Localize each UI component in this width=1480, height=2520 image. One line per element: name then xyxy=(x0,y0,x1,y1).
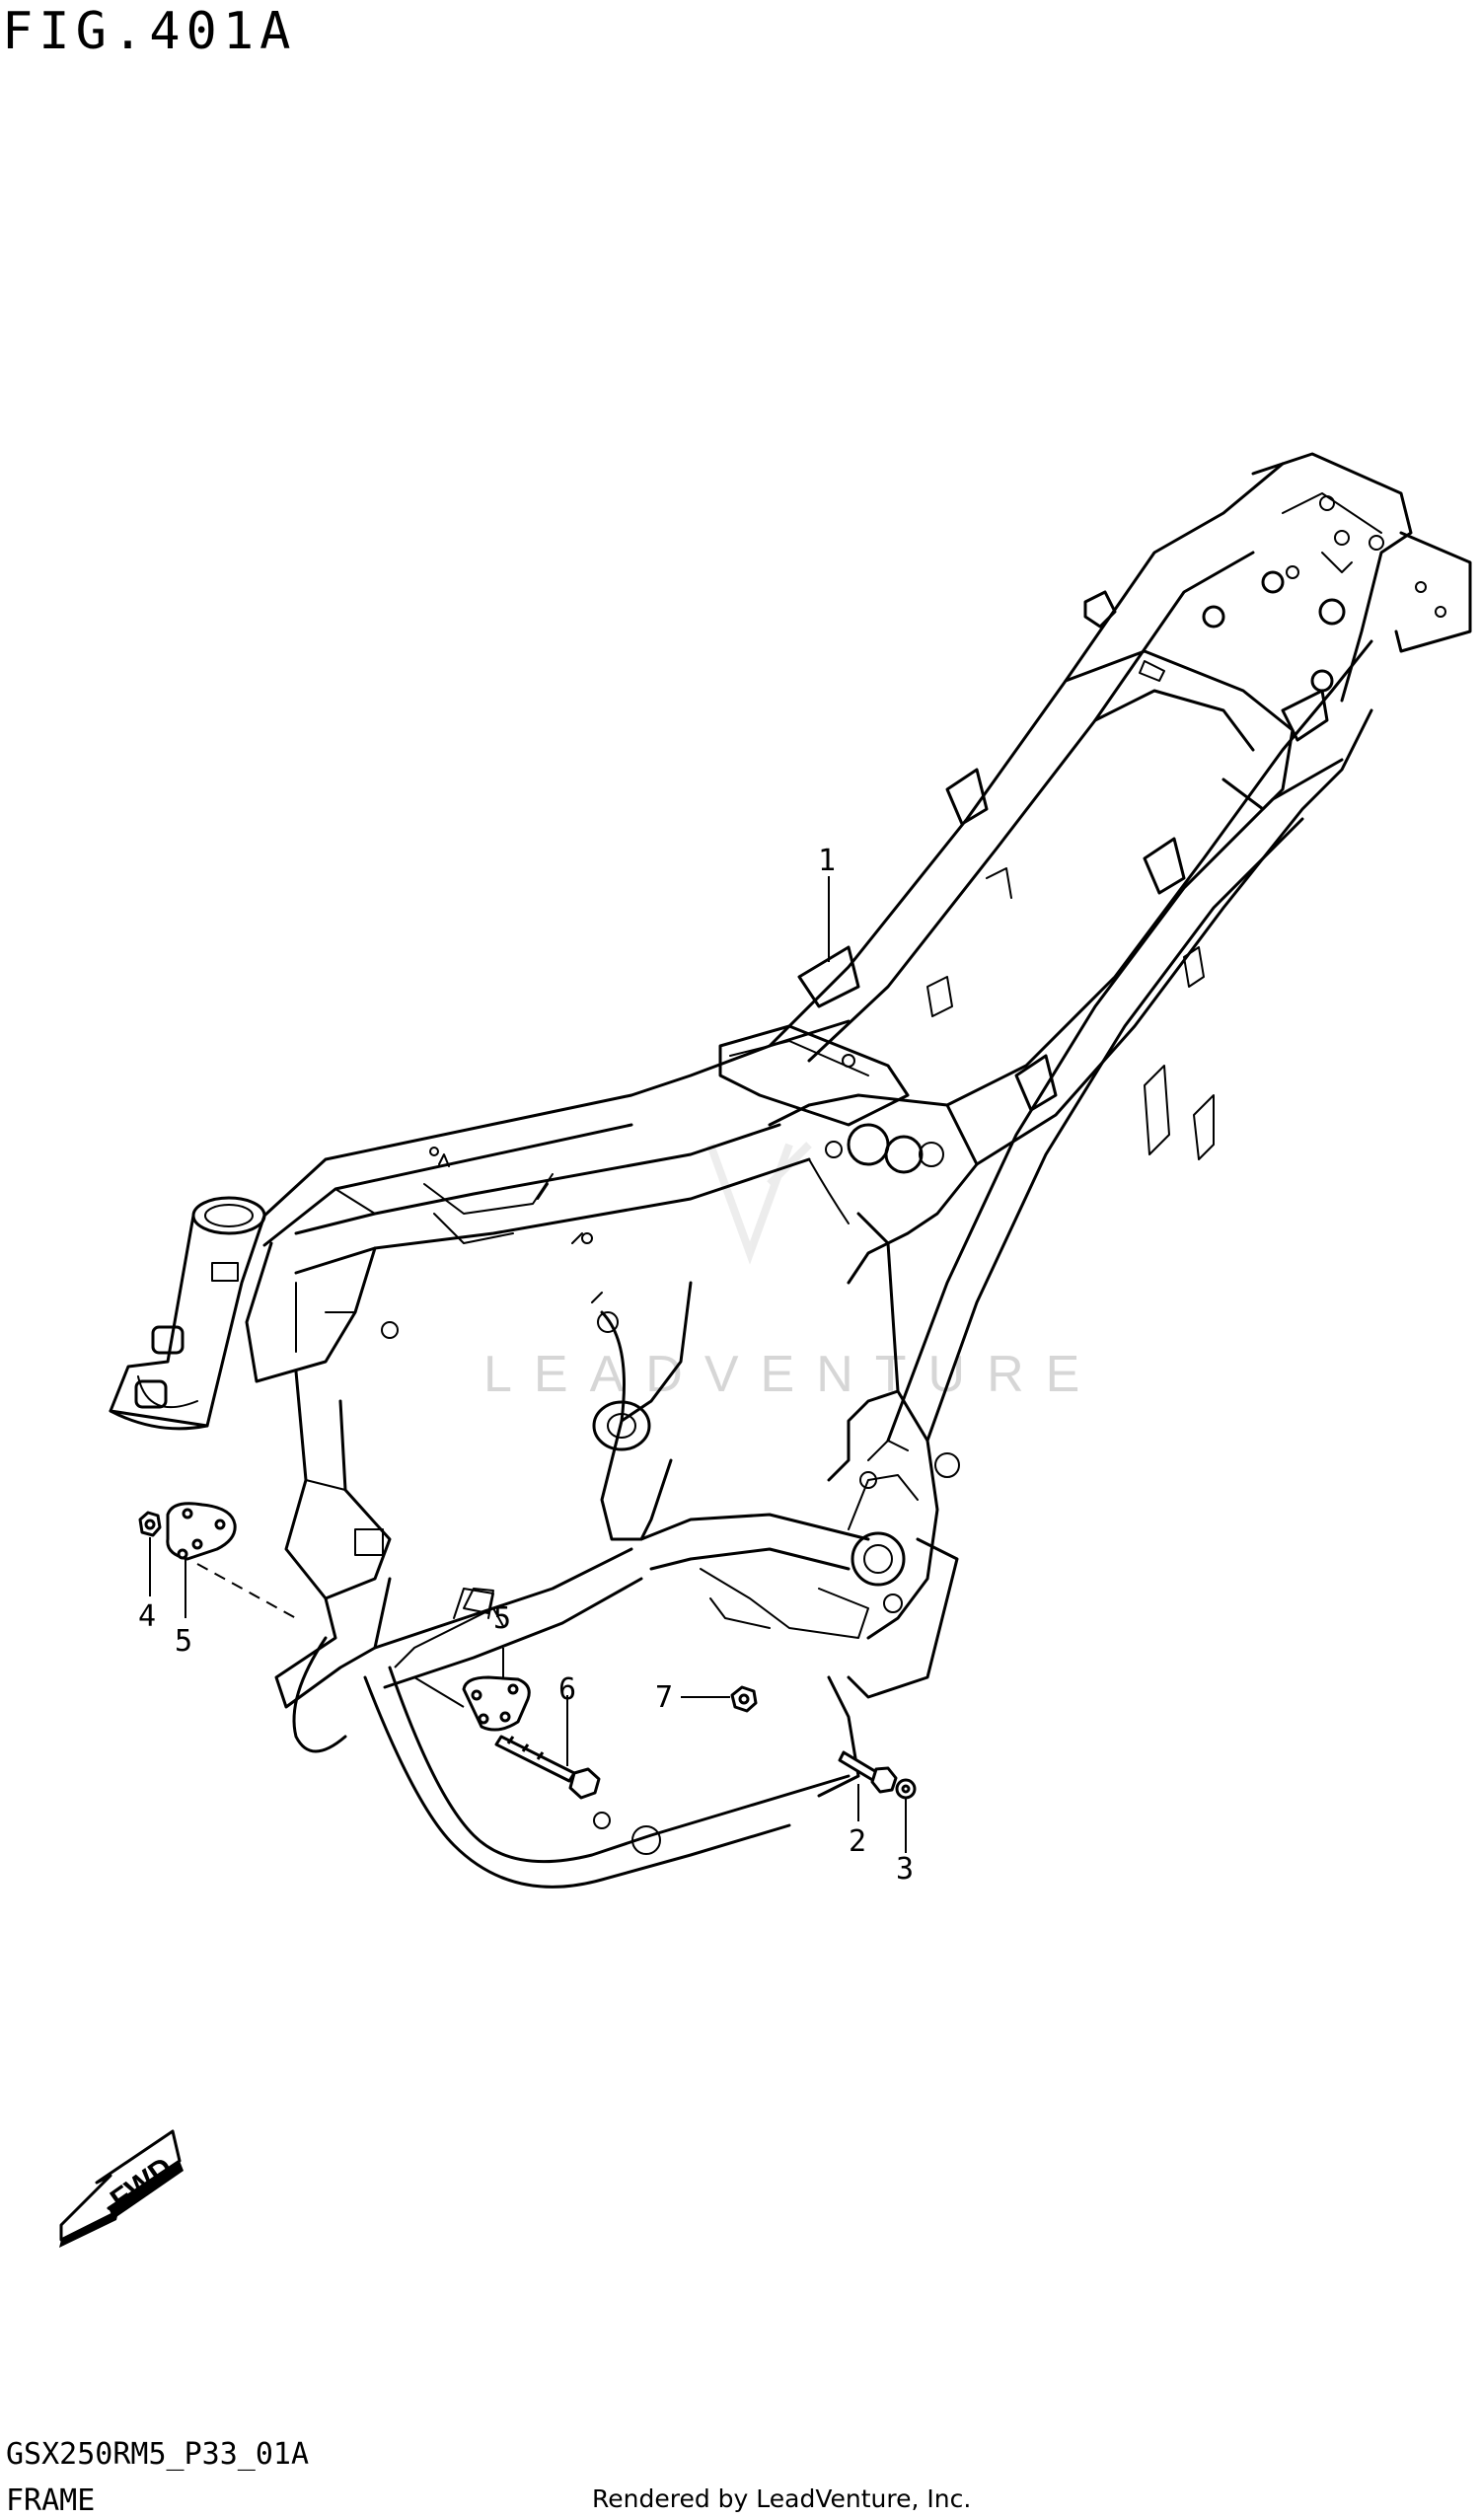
main-frame xyxy=(109,452,1472,1889)
section-name: FRAME xyxy=(6,2483,96,2518)
part-2-bolt xyxy=(838,1750,898,1794)
watermark-logo xyxy=(706,1142,812,1265)
callout-part-2: 2 xyxy=(849,1824,866,1859)
part-3-washer xyxy=(895,1778,917,1800)
model-code: GSX250RM5_P33_01A xyxy=(6,2437,310,2472)
watermark-text: LEADVENTURE xyxy=(483,1346,1101,1403)
callout-part-5-center: 5 xyxy=(493,1601,511,1636)
callout-part-6: 6 xyxy=(558,1672,576,1707)
part-5-plate-center xyxy=(462,1675,531,1732)
figure-title: FIG.401A xyxy=(2,2,297,61)
callout-part-3: 3 xyxy=(896,1852,914,1887)
part-6-bolt xyxy=(494,1735,601,1800)
part-5-plate-left xyxy=(166,1502,237,1561)
callout-part-5-left: 5 xyxy=(175,1624,192,1659)
dashed-guide-left xyxy=(196,1563,297,1619)
leader-lines xyxy=(149,876,907,1853)
part-7-nut xyxy=(730,1685,758,1713)
fwd-arrow-icon: FWD xyxy=(59,2129,184,2248)
callout-part-1: 1 xyxy=(818,844,836,878)
part-4-nut xyxy=(138,1511,162,1537)
render-credit: Rendered by LeadVenture, Inc. xyxy=(592,2484,972,2513)
callout-part-4: 4 xyxy=(138,1599,156,1634)
callout-part-7: 7 xyxy=(655,1680,673,1715)
